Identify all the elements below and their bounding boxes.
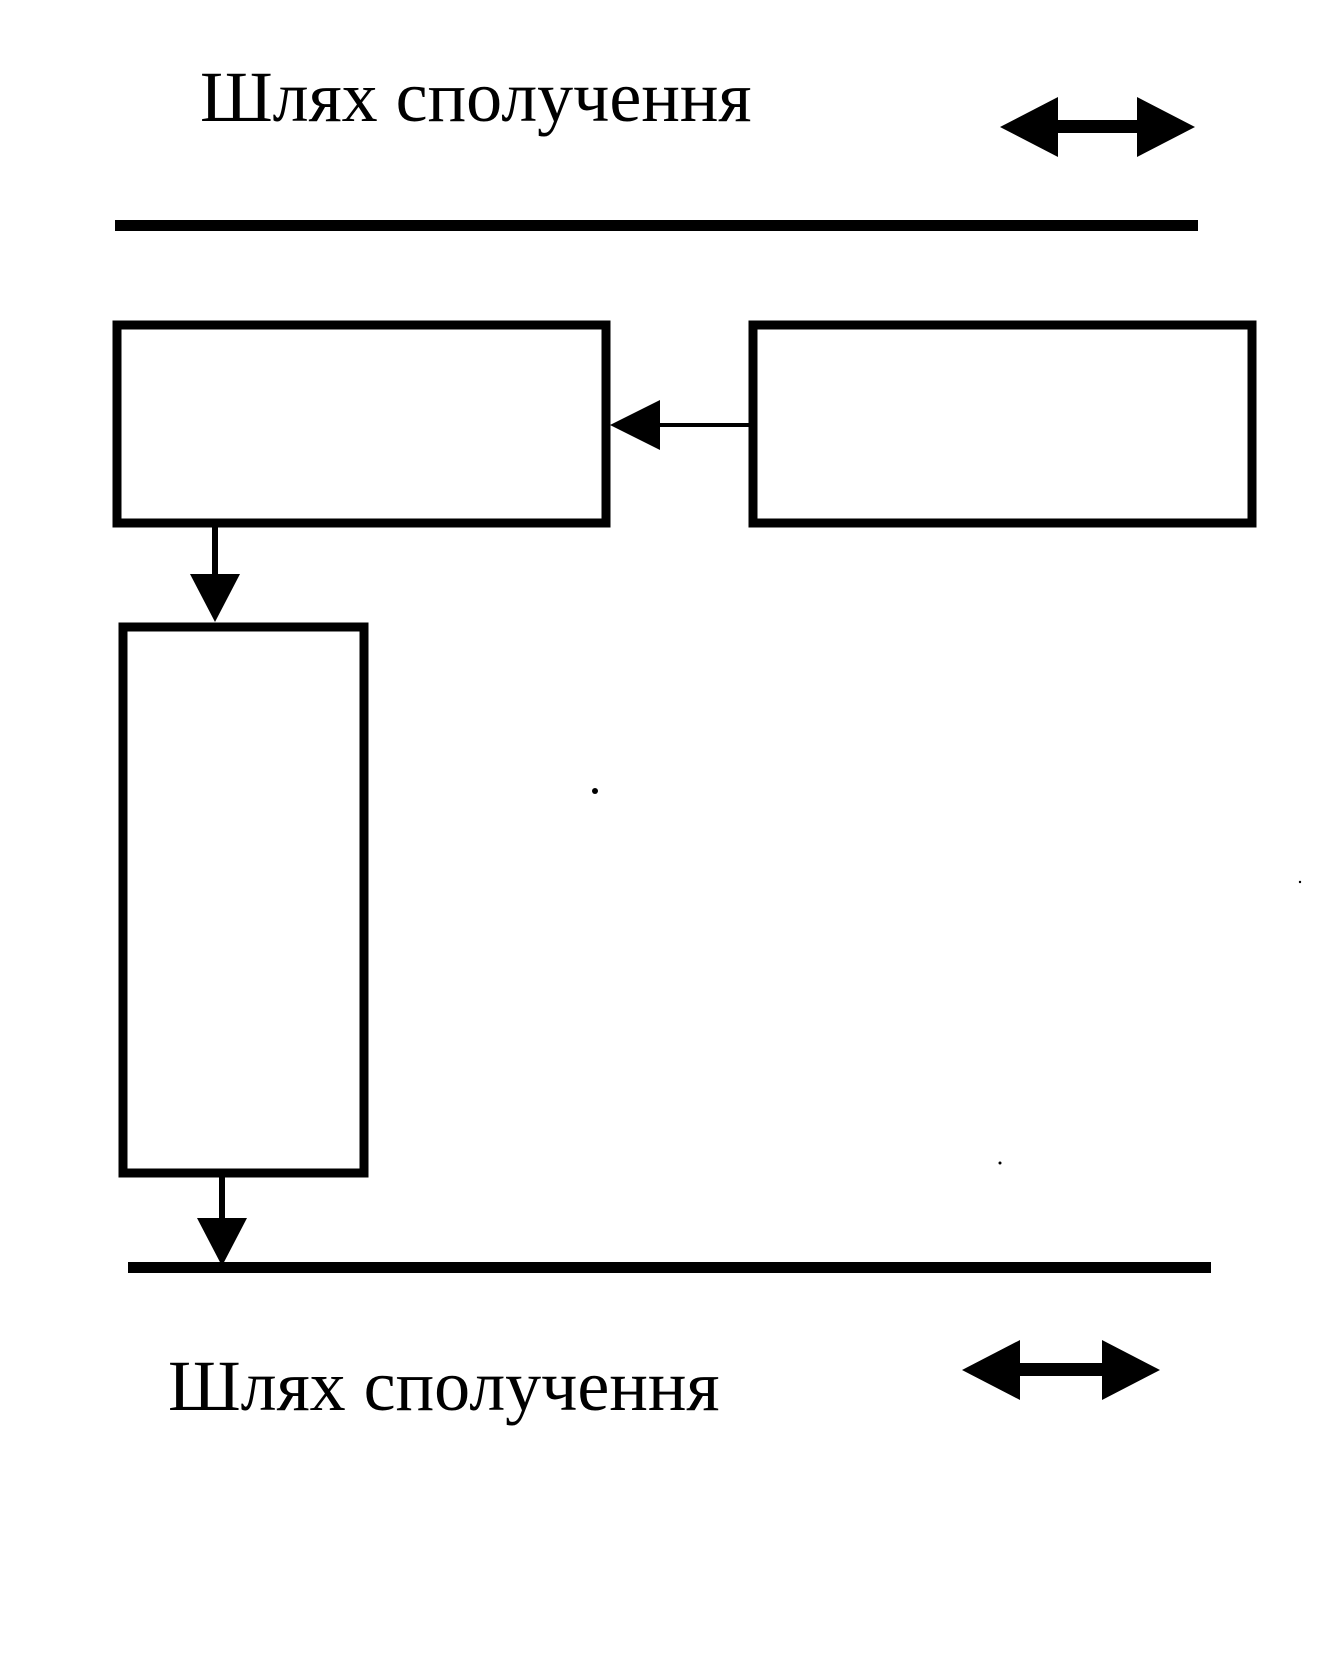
top-bidirectional-arrow-icon bbox=[1000, 97, 1195, 157]
top-route-line bbox=[115, 220, 1198, 231]
scan-speck bbox=[998, 1161, 1002, 1165]
right-to-left-connector-arrow bbox=[610, 400, 753, 450]
upper-left-box bbox=[112, 320, 611, 528]
bottom-route-label: Шлях сполучення bbox=[168, 1346, 720, 1426]
top-route-label: Шлях сполучення bbox=[200, 57, 752, 137]
down-connector-arrow-upper bbox=[190, 527, 240, 622]
right-box bbox=[748, 320, 1257, 528]
scan-speck bbox=[592, 788, 598, 794]
tall-left-box bbox=[118, 622, 369, 1178]
down-connector-arrow-lower bbox=[197, 1177, 247, 1266]
bottom-route-line bbox=[128, 1262, 1211, 1273]
bottom-bidirectional-arrow-icon bbox=[962, 1340, 1160, 1400]
scan-speck bbox=[1298, 880, 1302, 884]
